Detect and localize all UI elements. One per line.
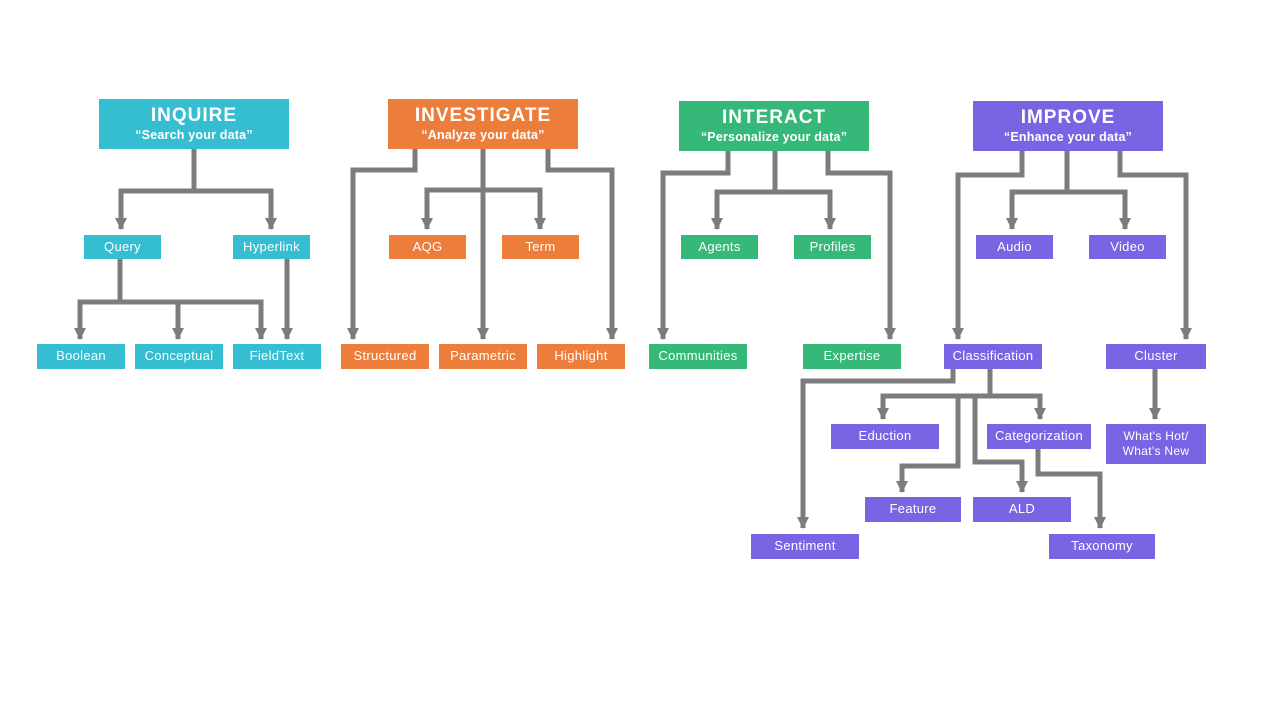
node-structured: Structured [341, 344, 429, 369]
node-highlight: Highlight [537, 344, 625, 369]
header-improve-subtitle: “Enhance your data” [1003, 130, 1133, 145]
node-fieldtext: FieldText [233, 344, 321, 369]
node-video: Video [1089, 235, 1166, 259]
node-hyperlink: Hyperlink [233, 235, 310, 259]
node-agents: Agents [681, 235, 758, 259]
header-inquire: INQUIRE “Search your data” [99, 99, 289, 149]
node-ald: ALD [973, 497, 1071, 522]
node-taxonomy: Taxonomy [1049, 534, 1155, 559]
node-communities: Communities [649, 344, 747, 369]
node-term: Term [502, 235, 579, 259]
node-whats-hot-whats-new: What's Hot/ What's New [1106, 424, 1206, 464]
node-expertise: Expertise [803, 344, 901, 369]
header-improve-title: IMPROVE [1020, 106, 1116, 128]
node-classification: Classification [944, 344, 1042, 369]
header-interact-title: INTERACT [721, 106, 827, 128]
node-parametric: Parametric [439, 344, 527, 369]
header-improve: IMPROVE “Enhance your data” [973, 101, 1163, 151]
node-sentiment: Sentiment [751, 534, 859, 559]
header-interact-subtitle: “Personalize your data” [700, 130, 848, 145]
node-eduction: Eduction [831, 424, 939, 449]
header-investigate-title: INVESTIGATE [414, 104, 552, 126]
header-investigate: INVESTIGATE “Analyze your data” [388, 99, 578, 149]
header-inquire-subtitle: “Search your data” [135, 128, 253, 143]
node-cluster: Cluster [1106, 344, 1206, 369]
header-interact: INTERACT “Personalize your data” [679, 101, 869, 151]
node-conceptual: Conceptual [135, 344, 223, 369]
node-profiles: Profiles [794, 235, 871, 259]
header-inquire-title: INQUIRE [150, 104, 238, 126]
node-aqg: AQG [389, 235, 466, 259]
node-boolean: Boolean [37, 344, 125, 369]
node-query: Query [84, 235, 161, 259]
node-feature: Feature [865, 497, 961, 522]
header-investigate-subtitle: “Analyze your data” [421, 128, 545, 143]
node-categorization: Categorization [987, 424, 1091, 449]
node-audio: Audio [976, 235, 1053, 259]
